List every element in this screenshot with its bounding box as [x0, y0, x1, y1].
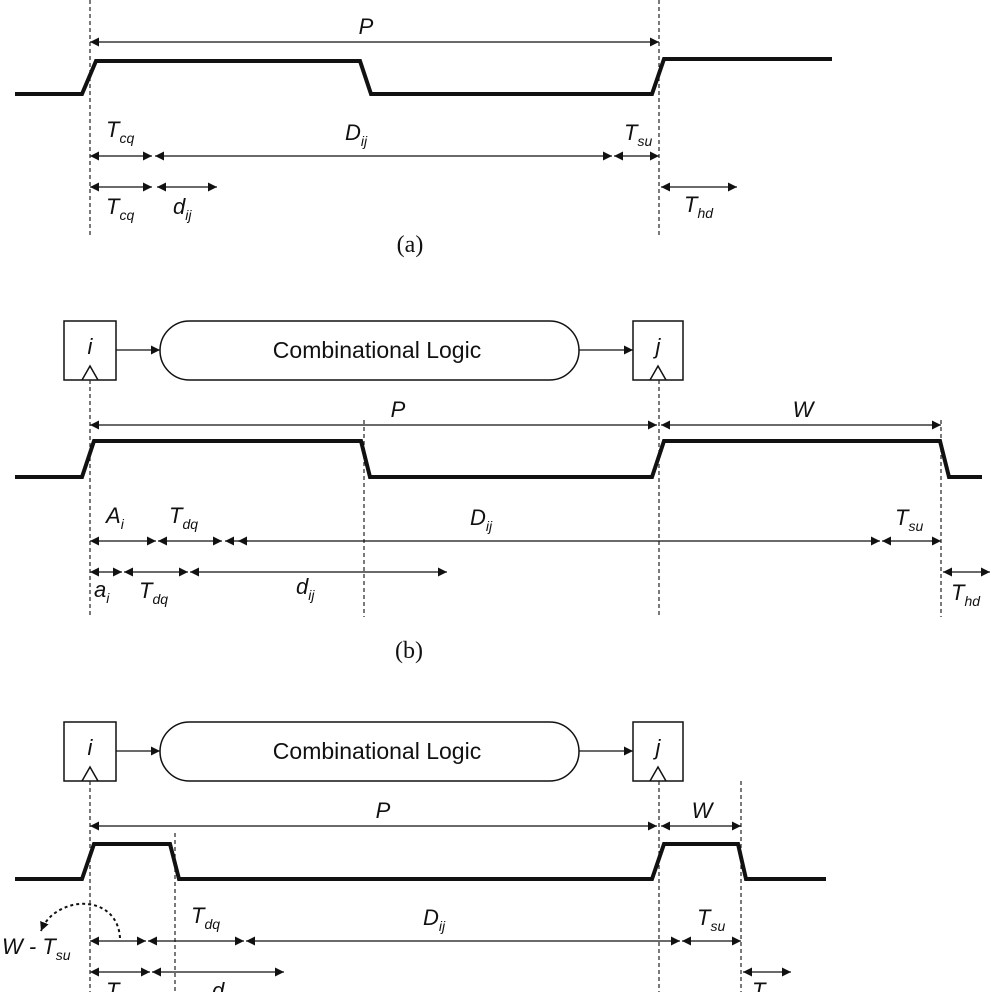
tdq-label: Tdq [191, 903, 220, 932]
w-minus-tsu-label: W - Tsu [2, 934, 71, 963]
period-label: P [391, 397, 406, 422]
clock-triangle-icon [649, 765, 667, 782]
window-label: W [793, 397, 816, 422]
register-j [632, 320, 684, 381]
ai-max-label: Ai [104, 503, 125, 532]
tcq-min-label: Tcq [106, 194, 134, 223]
tdq-max-label: Tdq [169, 503, 198, 532]
register-i-label: i [88, 735, 94, 760]
clock-triangle-icon [81, 364, 99, 381]
caption-b: (b) [395, 638, 423, 664]
combinational-logic-label: Combinational Logic [273, 738, 481, 764]
tsu-label: Tsu [697, 905, 725, 934]
clock-waveform [15, 57, 832, 96]
tdq-min-label: Tdq [139, 578, 168, 607]
dij-max-label: Dij [345, 120, 368, 149]
combinational-logic-label: Combinational Logic [273, 337, 481, 363]
ai-min-label: ai [94, 577, 110, 606]
w-minus-tsu-curved-arrow [40, 902, 121, 939]
clock-waveform [15, 439, 982, 479]
tcq-label: Tcq [106, 117, 134, 146]
register-j-label: j [653, 334, 662, 359]
register-j-label: j [653, 735, 662, 760]
tsu-label: Tsu [895, 505, 923, 534]
register-j [632, 721, 684, 782]
period-label: P [359, 14, 374, 39]
thd-label: Thd [684, 192, 714, 221]
clock-triangle-icon [81, 765, 99, 782]
clock-triangle-icon [649, 364, 667, 381]
dij-min-label: d [212, 978, 225, 992]
clock-waveform [15, 842, 826, 881]
tdq-min-label: T [106, 978, 121, 992]
dij-max-label: Dij [470, 505, 493, 534]
window-label: W [692, 798, 715, 823]
dij-min-label: dij [296, 574, 315, 603]
dij-min-label: dij [173, 194, 192, 223]
thd-label: Thd [951, 580, 981, 609]
caption-a: (a) [397, 232, 424, 258]
panel-b: i Combinational Logic j P W Ai Tdq Dij T… [15, 320, 990, 664]
panel-c: i Combinational Logic j P W W - Tsu Tdq … [2, 721, 826, 992]
dij-label: Dij [423, 905, 446, 934]
period-label: P [376, 798, 391, 823]
thd-label: T [752, 978, 767, 992]
panel-a: P Tcq Dij Tsu Tcq dij Thd (a) [15, 0, 832, 258]
tsu-label: Tsu [624, 120, 652, 149]
register-i-label: i [88, 334, 94, 359]
